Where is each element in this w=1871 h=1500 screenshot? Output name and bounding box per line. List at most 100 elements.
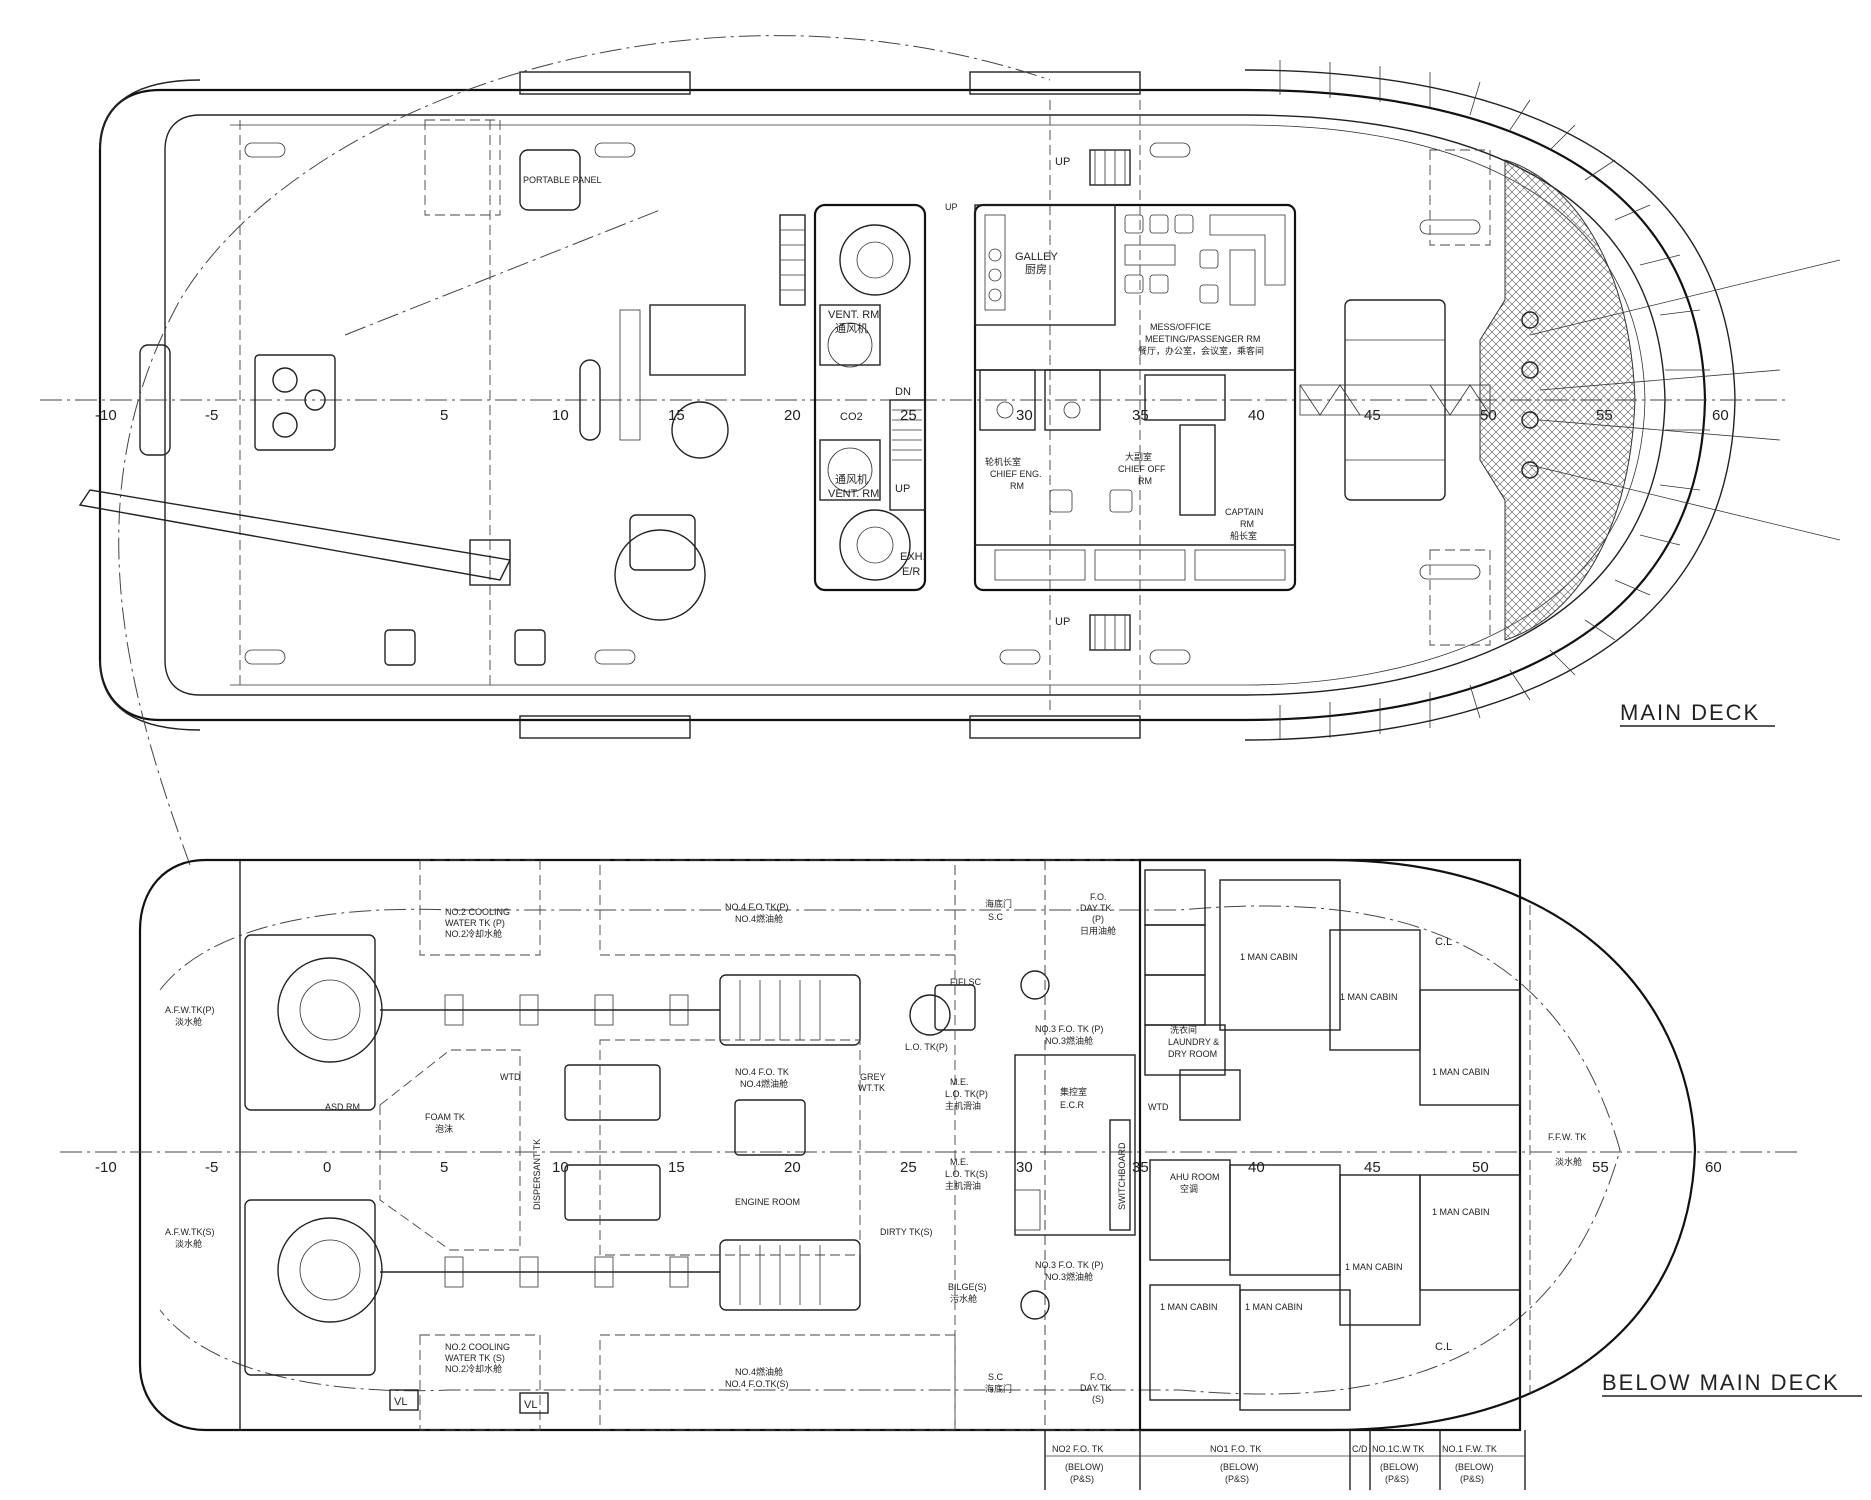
- stair-up-label: UP: [895, 483, 910, 495]
- svg-text:NO.4 F.O.TK(P): NO.4 F.O.TK(P): [725, 902, 789, 912]
- svg-text:-10: -10: [95, 407, 117, 424]
- svg-text:NO2 F.O. TK: NO2 F.O. TK: [1052, 1444, 1103, 1454]
- svg-text:30: 30: [1016, 407, 1033, 424]
- main-engine-port: [719, 974, 861, 1046]
- cabin-label-6: 1 MAN CABIN: [1345, 1262, 1403, 1272]
- captain-cn: 船长室: [1230, 530, 1257, 541]
- svg-text:NO.4燃油舱: NO.4燃油舱: [735, 1366, 783, 1377]
- mooring-winch: [254, 354, 336, 451]
- svg-text:(P&S): (P&S): [1070, 1474, 1094, 1484]
- vl-label-2: VL: [524, 1399, 537, 1411]
- svg-text:海底门: 海底门: [985, 898, 1012, 909]
- svg-text:FOAM TK: FOAM TK: [425, 1112, 465, 1122]
- up-top-label: UP: [1055, 156, 1070, 168]
- cabin-label-4: 1 MAN CABIN: [1245, 1302, 1303, 1312]
- svg-text:55: 55: [1592, 1159, 1609, 1176]
- svg-text:A.F.W.TK(S): A.F.W.TK(S): [165, 1227, 215, 1237]
- mess-cn-label: 餐厅，办公室，会议室，乘客间: [1138, 345, 1264, 356]
- svg-text:(S): (S): [1092, 1394, 1104, 1404]
- svg-text:NO1 F.O. TK: NO1 F.O. TK: [1210, 1444, 1261, 1454]
- svg-text:5: 5: [440, 407, 448, 424]
- svg-text:DAY TK: DAY TK: [1080, 903, 1112, 913]
- svg-text:25: 25: [900, 1159, 917, 1176]
- portable-panel-label: PORTABLE PANEL: [523, 175, 602, 185]
- svg-text:60: 60: [1705, 1159, 1722, 1176]
- chief-off-label: CHIEF OFF: [1118, 464, 1166, 474]
- svg-text:45: 45: [1364, 407, 1381, 424]
- svg-text:NO.1 F.W. TK: NO.1 F.W. TK: [1442, 1444, 1497, 1454]
- svg-text:WATER TK (P): WATER TK (P): [445, 918, 505, 928]
- co2-room-label: CO2: [840, 411, 863, 423]
- svg-text:50: 50: [1472, 1159, 1489, 1176]
- tank-extent-legend: NO2 F.O. TK (BELOW) (P&S) NO1 F.O. TK (B…: [1044, 1430, 1526, 1490]
- svg-text:S.C: S.C: [988, 912, 1004, 922]
- up-bottom-label: UP: [1055, 616, 1070, 628]
- below-main-deck-plan: 集控室 E.C.R SWITCHBOARD LAUNDRY & DRY ROOM…: [60, 858, 1862, 1490]
- ffw-cn: 淡水舱: [1555, 1156, 1582, 1167]
- svg-text:35: 35: [1132, 407, 1149, 424]
- svg-text:WT.TK: WT.TK: [858, 1083, 885, 1093]
- vent-block: [813, 203, 927, 592]
- svg-text:(P): (P): [1092, 914, 1104, 924]
- ffw-label: F.F.W. TK: [1548, 1132, 1586, 1142]
- svg-text:M.E.: M.E.: [950, 1077, 969, 1087]
- svg-text:25: 25: [900, 407, 917, 424]
- svg-text:55: 55: [1596, 407, 1613, 424]
- svg-text:60: 60: [1712, 407, 1729, 424]
- svg-text:WTD: WTD: [1148, 1102, 1169, 1112]
- svg-text:NO.4燃油舱: NO.4燃油舱: [735, 913, 783, 924]
- svg-text:NO.3燃油舱: NO.3燃油舱: [1045, 1035, 1093, 1046]
- svg-text:DAY TK: DAY TK: [1080, 1383, 1112, 1393]
- ahu-cn: 空调: [1180, 1183, 1198, 1194]
- svg-text:-5: -5: [205, 407, 218, 424]
- svg-text:M.E.: M.E.: [950, 1157, 969, 1167]
- vent-room-label-1: VENT. RM: [828, 309, 879, 321]
- svg-text:NO.4 F.O.TK(S): NO.4 F.O.TK(S): [725, 1379, 789, 1389]
- svg-text:NO.1C.W TK: NO.1C.W TK: [1372, 1444, 1424, 1454]
- switchboard-label: SWITCHBOARD: [1117, 1142, 1127, 1210]
- svg-text:L.O. TK(P): L.O. TK(P): [945, 1089, 988, 1099]
- svg-text:45: 45: [1364, 1159, 1381, 1176]
- ecr-label: E.C.R: [1060, 1100, 1085, 1110]
- cl-bottom-label: C.L: [1435, 1341, 1452, 1353]
- svg-text:35: 35: [1132, 1159, 1149, 1176]
- svg-text:NO.4 F.O. TK: NO.4 F.O. TK: [735, 1067, 789, 1077]
- svg-text:C/D: C/D: [1352, 1444, 1368, 1454]
- cabin-label-7: 1 MAN CABIN: [1432, 1207, 1490, 1217]
- svg-text:NO.3 F.O. TK (P): NO.3 F.O. TK (P): [1035, 1260, 1103, 1270]
- crane-base: [649, 304, 746, 376]
- vent-room-label-2: VENT. RM: [828, 488, 879, 500]
- ecr-cn: 集控室: [1060, 1086, 1087, 1097]
- svg-text:(P&S): (P&S): [1460, 1474, 1484, 1484]
- svg-text:淡水舱: 淡水舱: [175, 1016, 202, 1027]
- bow-deck-hatched: [1479, 159, 1636, 641]
- laundry-label-2: DRY ROOM: [1168, 1049, 1217, 1059]
- vent-room-cn-2: 通风机: [835, 472, 868, 486]
- laundry-label: LAUNDRY &: [1168, 1037, 1219, 1047]
- captain-label: CAPTAIN: [1225, 507, 1263, 517]
- svg-text:L.O. TK(S): L.O. TK(S): [945, 1169, 988, 1179]
- galley-label: GALLEY: [1015, 251, 1058, 263]
- vent-room-cn-1: 通风机: [835, 321, 868, 335]
- chief-off-rm: RM: [1138, 476, 1152, 486]
- svg-text:F.O.: F.O.: [1090, 1372, 1107, 1382]
- engine-control-room: [1014, 1054, 1136, 1236]
- svg-text:(BELOW): (BELOW): [1220, 1462, 1259, 1472]
- svg-text:(BELOW): (BELOW): [1455, 1462, 1494, 1472]
- svg-text:F.O.: F.O.: [1090, 892, 1107, 902]
- vl-label-1: VL: [394, 1396, 407, 1408]
- svg-text:20: 20: [784, 407, 801, 424]
- svg-text:15: 15: [668, 407, 685, 424]
- svg-text:50: 50: [1480, 407, 1497, 424]
- svg-text:(P&S): (P&S): [1225, 1474, 1249, 1484]
- laundry-cn: 洗衣间: [1170, 1024, 1197, 1035]
- svg-text:污水舱: 污水舱: [950, 1293, 977, 1304]
- svg-text:ASD RM: ASD RM: [325, 1102, 360, 1112]
- svg-text:-10: -10: [95, 1159, 117, 1176]
- svg-text:L.O. TK(P): L.O. TK(P): [905, 1042, 948, 1052]
- svg-text:20: 20: [784, 1159, 801, 1176]
- svg-text:-5: -5: [205, 1159, 218, 1176]
- stair-down-label: DN: [895, 386, 911, 398]
- exh-er-label: E/R: [902, 566, 920, 578]
